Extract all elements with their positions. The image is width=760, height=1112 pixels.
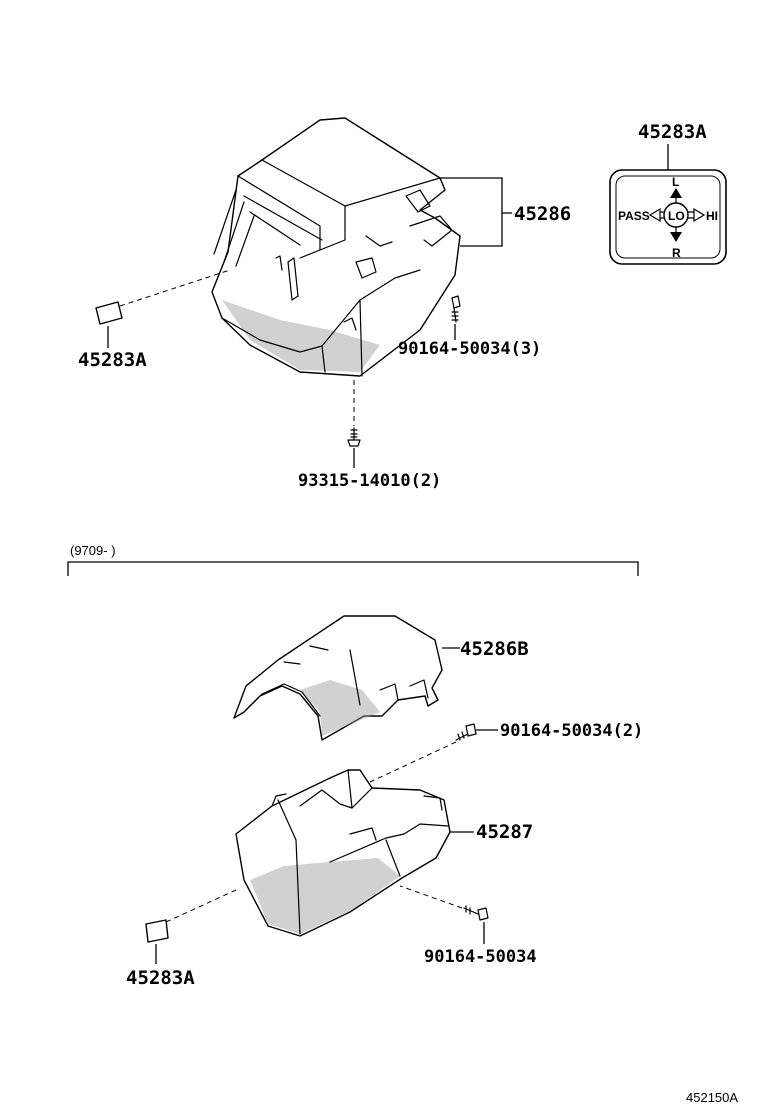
bolt-icon bbox=[455, 723, 477, 741]
bolt-icon bbox=[451, 295, 461, 323]
switch-text-hi: HI bbox=[706, 209, 718, 223]
part-label-45283a-inset: 45283A bbox=[638, 121, 707, 143]
part-label-45287: 45287 bbox=[476, 821, 533, 843]
plug-cap-icon bbox=[95, 301, 123, 325]
leader-bracket bbox=[440, 177, 512, 247]
part-label-screw: 93315-14010(2) bbox=[298, 471, 441, 491]
part-label-bolt-lower: 90164-50034 bbox=[424, 947, 537, 967]
date-range-bracket bbox=[67, 561, 639, 576]
arrow-right-icon bbox=[693, 207, 706, 223]
arrow-left-icon bbox=[648, 207, 661, 223]
label-plate-inner bbox=[615, 175, 721, 259]
leader-dashed bbox=[369, 741, 457, 783]
part-label-45286b: 45286B bbox=[460, 638, 529, 660]
part-label-45283a-lower: 45283A bbox=[126, 967, 195, 989]
switch-text-pass: PASS bbox=[618, 209, 650, 223]
switch-text-lo: LO bbox=[668, 209, 685, 223]
part-label-45283a: 45283A bbox=[78, 349, 147, 371]
part-label-bolt-upper: 90164-50034(2) bbox=[500, 721, 643, 741]
switch-text-l: L bbox=[672, 175, 679, 189]
switch-text-r: R bbox=[672, 246, 681, 260]
leader-dashed bbox=[165, 889, 237, 923]
arrow-up-icon bbox=[670, 188, 682, 198]
part-label-bolt: 90164-50034(3) bbox=[398, 339, 541, 359]
part-label-45286: 45286 bbox=[514, 203, 571, 225]
leader-dashed bbox=[119, 269, 231, 307]
cover-upper-45286b bbox=[233, 615, 443, 741]
steering-column-cover-assembly-upper bbox=[211, 117, 461, 377]
switch-label-inset: 45283A PASS LO HI L R bbox=[609, 121, 727, 265]
figure-code: 452150A bbox=[686, 1090, 738, 1105]
screw-icon bbox=[347, 427, 361, 447]
plug-cap-icon bbox=[145, 919, 169, 943]
date-range-label: (9709- ) bbox=[70, 543, 116, 558]
cover-lower-45287 bbox=[235, 769, 451, 937]
arrow-down-icon bbox=[670, 232, 682, 242]
bolt-icon bbox=[463, 905, 489, 921]
leader-dashed bbox=[399, 885, 463, 909]
